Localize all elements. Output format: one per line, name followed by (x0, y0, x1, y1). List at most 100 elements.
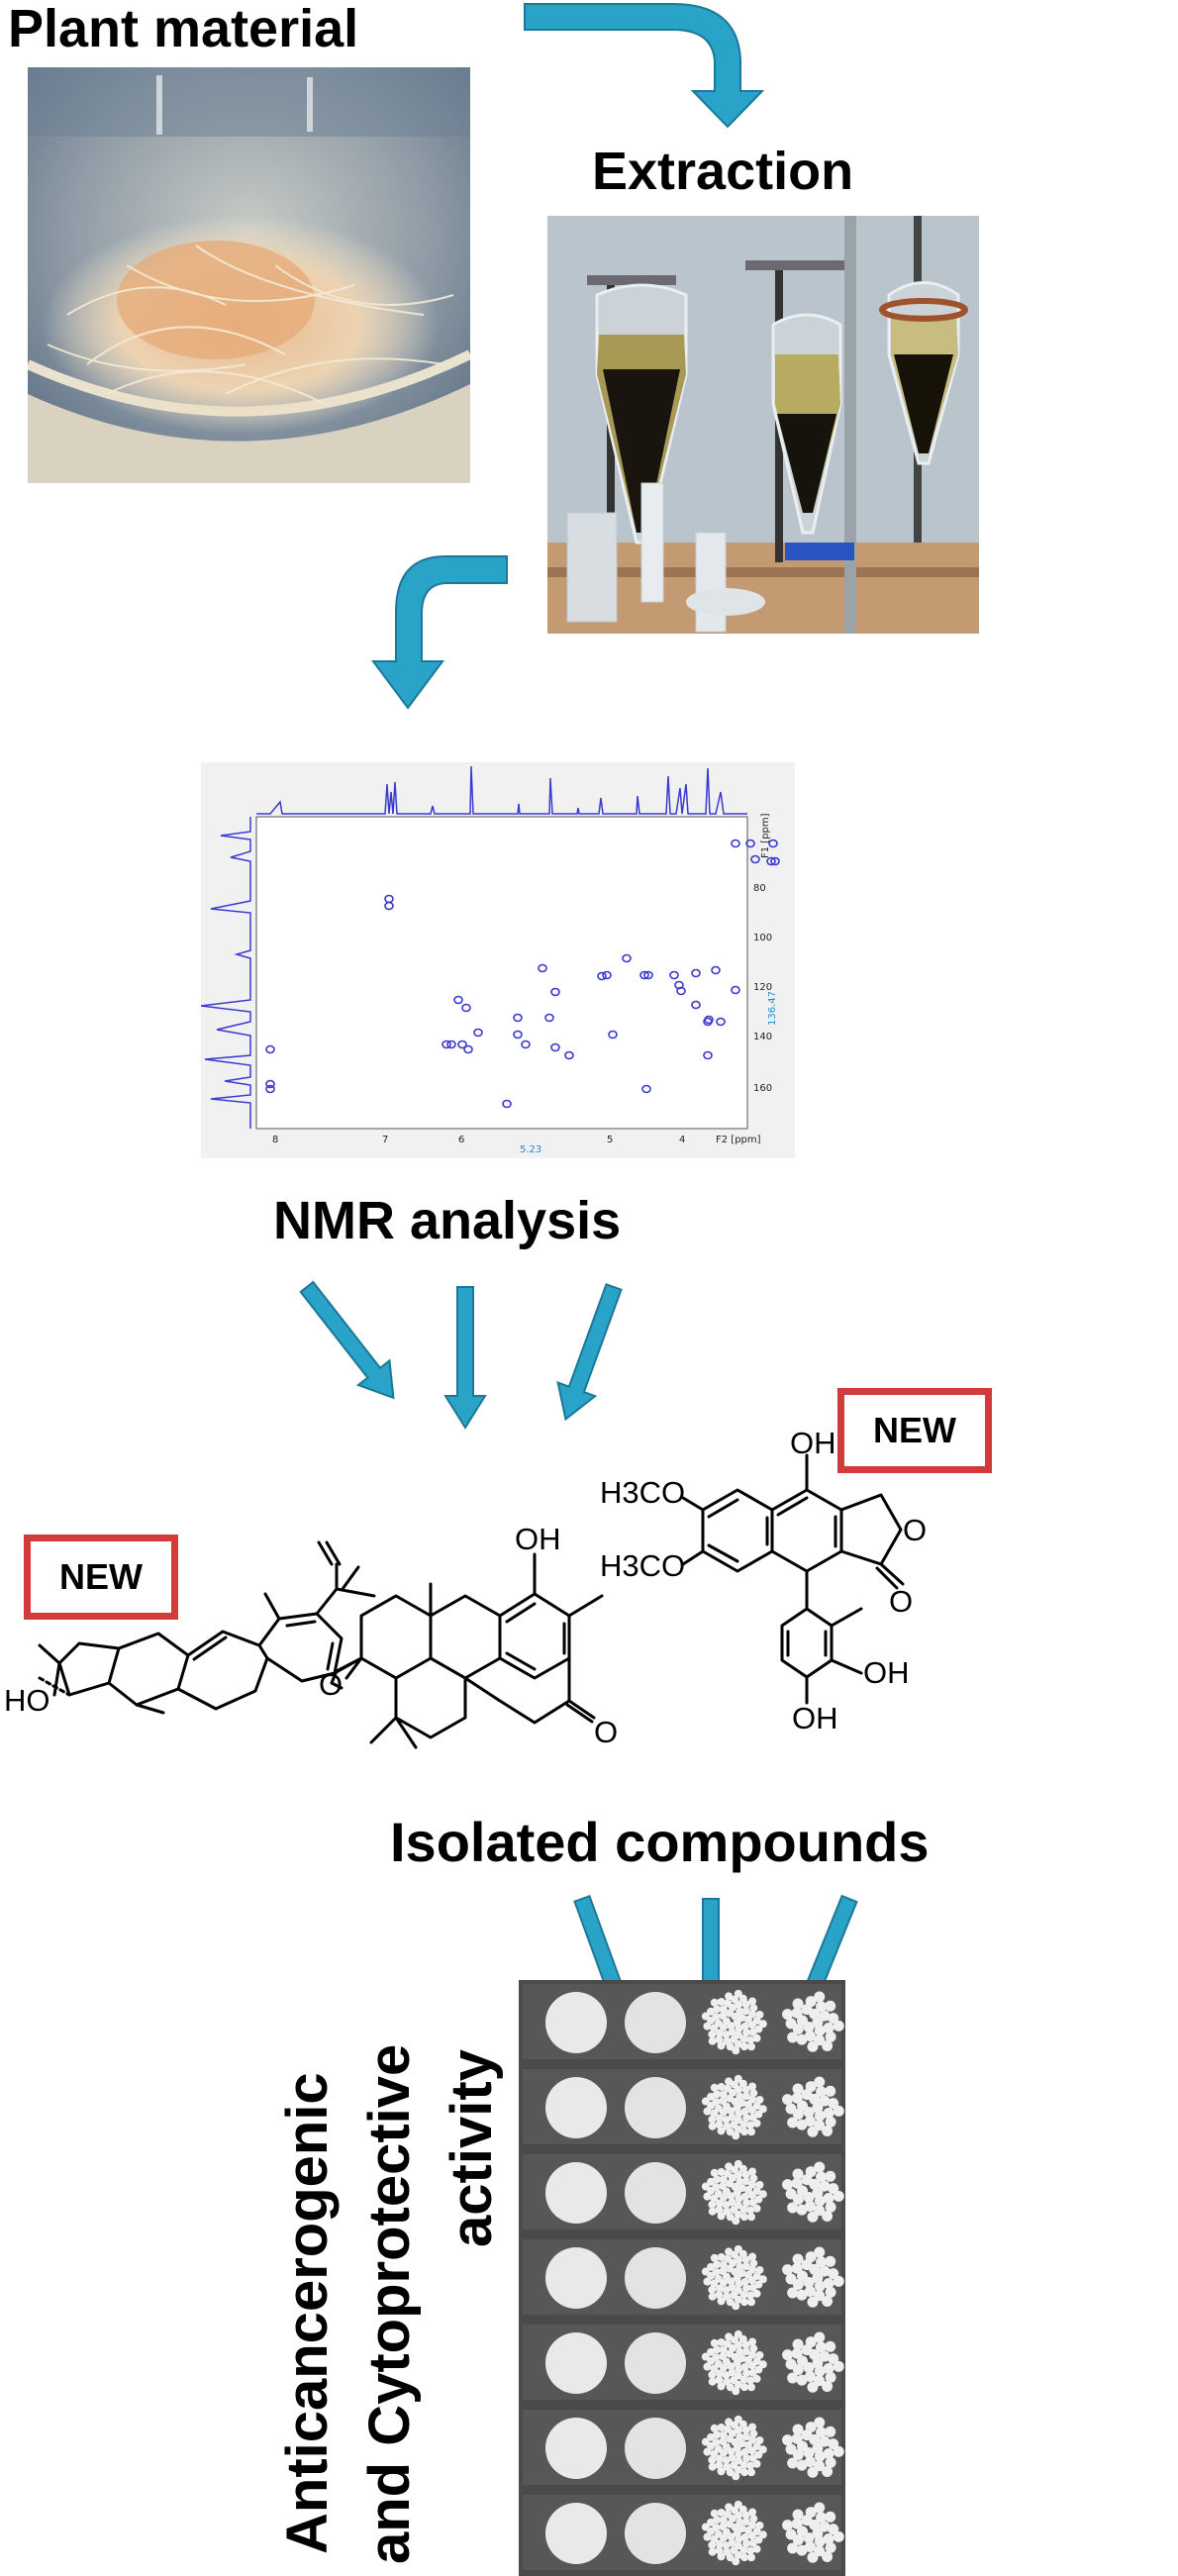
colony-dot (708, 2370, 717, 2379)
colony-spot (625, 2162, 686, 2224)
colony-dot (814, 2502, 826, 2514)
colony-dot (725, 1992, 734, 2001)
colony-dot (719, 2097, 728, 2106)
colony-dot (782, 2520, 794, 2531)
colony-dot (739, 2553, 748, 2562)
colony-dot (825, 2000, 836, 2012)
colony-dot (801, 2004, 813, 2016)
colony-dot (707, 2271, 716, 2280)
colony-dot (814, 2280, 826, 2292)
colony-dot (731, 2250, 738, 2259)
colony-dot (814, 2331, 826, 2343)
nmr-peak (750, 854, 760, 864)
colony-dot (791, 2007, 803, 2019)
nmr-peak (461, 1003, 471, 1013)
colony-dot (707, 2101, 716, 2110)
colony-dot (791, 2347, 803, 2359)
colony-dot (703, 2022, 712, 2031)
colony-dot (825, 2085, 836, 2097)
colony-dot (754, 2450, 763, 2459)
colony-dot (797, 2100, 809, 2112)
colony-dot (713, 2005, 722, 2014)
colony-dot (719, 2012, 728, 2021)
colony-dot (822, 2296, 834, 2308)
colony-dot (748, 2521, 757, 2529)
colony-dot (752, 2527, 761, 2536)
colony-dot (823, 2107, 834, 2119)
colony-dot (825, 2541, 836, 2553)
colony-dot (748, 2350, 757, 2359)
colony-dot (823, 2362, 834, 2374)
colony-dot (734, 2380, 742, 2389)
colony-dot (703, 2192, 712, 2201)
colony-dot (748, 2265, 757, 2274)
nmr-peak (768, 839, 778, 848)
colony-dot (816, 2341, 828, 2353)
colony-dot (833, 2275, 844, 2287)
nmr-cross-peaks (265, 839, 780, 1109)
nmr-peak (731, 839, 740, 848)
colony-dot (755, 2265, 764, 2274)
colony-spot (625, 2418, 686, 2479)
colony-dot (717, 2297, 726, 2306)
plant-material-image (28, 67, 470, 483)
colony-dot (792, 2083, 804, 2095)
colony-dot (796, 2033, 808, 2045)
colony-dot (701, 2437, 710, 2446)
colony-dot (719, 2516, 728, 2525)
colony-dot (823, 2277, 834, 2289)
compound-middle-structure (330, 1552, 604, 1749)
colony-dot (755, 2350, 764, 2359)
colony-dot (787, 2372, 799, 2384)
colony-dot (731, 2506, 738, 2515)
colony-dot (719, 2182, 728, 2191)
colony-dot (748, 2508, 757, 2517)
colony-dot (737, 2184, 746, 2193)
colony-dot (785, 2443, 797, 2455)
colony-dot (731, 2080, 738, 2089)
colony-dot (725, 2418, 734, 2427)
colony-dot (734, 2039, 742, 2048)
colony-dot (734, 2465, 742, 2474)
colony-dot (819, 2010, 831, 2022)
colony-dot (715, 2376, 724, 2385)
colony-dot (715, 2199, 724, 2208)
nmr-peak (608, 1030, 618, 1040)
colony-dot (797, 2270, 809, 2282)
colony-dot (708, 2547, 717, 2556)
colony-dot (732, 2302, 740, 2311)
nmr-y-tick: 80 (753, 883, 766, 894)
colony-dot (715, 2206, 724, 2215)
colony-dot (715, 2539, 724, 2548)
isolated-compounds-label: Isolated compounds (390, 1811, 930, 1873)
nmr-peak (453, 995, 463, 1005)
colony-dot (710, 1998, 719, 2007)
colony-dot (822, 2551, 834, 2563)
colony-dot (713, 2090, 722, 2099)
colony-dot (748, 2082, 757, 2091)
colony-dot (819, 2350, 831, 2362)
colony-dot (748, 2167, 757, 2176)
colony-dot (738, 2505, 747, 2514)
colony-dot (735, 2024, 743, 2032)
nmr-peak (550, 1042, 560, 1052)
nmr-y-tick: 160 (753, 1083, 772, 1094)
nmr-peak (745, 839, 755, 848)
colony-dot (804, 2031, 816, 2042)
colony-dot (804, 2286, 816, 2298)
colony-dot (710, 2083, 719, 2092)
colony-dot (752, 2102, 761, 2111)
colony-dot (719, 2090, 728, 2099)
nmr-peak (703, 1017, 713, 1027)
colony-dot (739, 2298, 748, 2307)
colony-dot (701, 2352, 710, 2361)
colony-dot (741, 2255, 750, 2264)
colony-dot (742, 2454, 751, 2463)
colony-dot (833, 2105, 844, 2117)
colony-dot (749, 2174, 758, 2183)
colony-dot (710, 2109, 719, 2118)
colony-dot (746, 2461, 755, 2470)
colony-dot (734, 2415, 742, 2424)
colony-dot (701, 2012, 710, 2021)
colony-dot (713, 2430, 722, 2439)
